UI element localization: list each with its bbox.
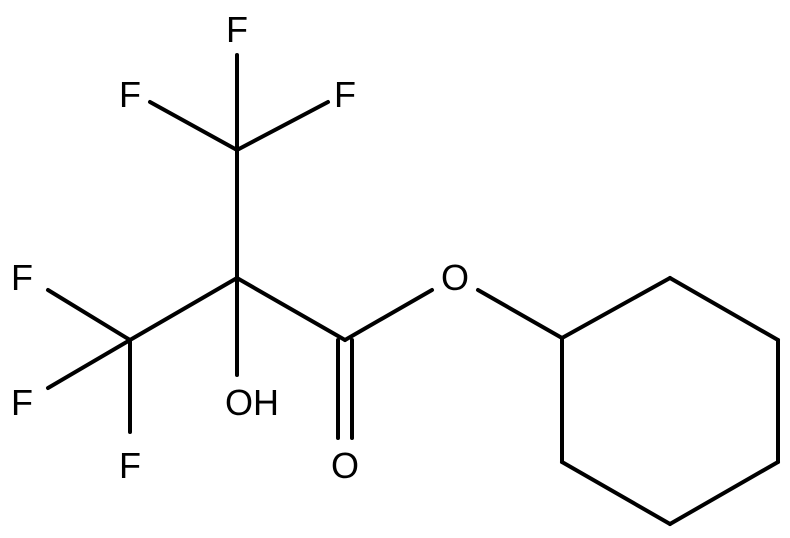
bond-ring-4-5 bbox=[668, 460, 780, 526]
f-upper-right-label: F bbox=[334, 74, 356, 115]
carbonyl-oxygen-label: O bbox=[331, 445, 359, 486]
f-left-label: F bbox=[11, 257, 33, 298]
bond-ring-1-2 bbox=[560, 276, 672, 340]
bond-ring-5-6 bbox=[560, 460, 672, 526]
atom-labels: F F F F F F OH O O bbox=[11, 9, 469, 486]
bond-ester-o-ring-c1 bbox=[476, 288, 564, 340]
hydroxyl-label: OH bbox=[225, 382, 279, 423]
f-lower-left-label: F bbox=[11, 382, 33, 423]
bond-ring-2-3 bbox=[668, 276, 780, 342]
f-bottom-label: F bbox=[119, 445, 141, 486]
f-top-label: F bbox=[226, 9, 248, 50]
bond-central-cf3-lower bbox=[128, 276, 239, 342]
bond-cf3-lower-f-left bbox=[46, 288, 132, 342]
bond-cf3-top-f-left bbox=[148, 100, 239, 152]
bond-carbonyl-c-ester-o bbox=[343, 288, 434, 342]
bonds bbox=[46, 53, 780, 526]
ester-oxygen-label: O bbox=[441, 257, 469, 298]
bond-central-carbonyl-c bbox=[235, 276, 347, 342]
bond-cf3-top-f-right bbox=[235, 100, 330, 152]
bond-cf3-lower-f-lowerleft bbox=[46, 338, 132, 390]
f-upper-left-label: F bbox=[119, 74, 141, 115]
